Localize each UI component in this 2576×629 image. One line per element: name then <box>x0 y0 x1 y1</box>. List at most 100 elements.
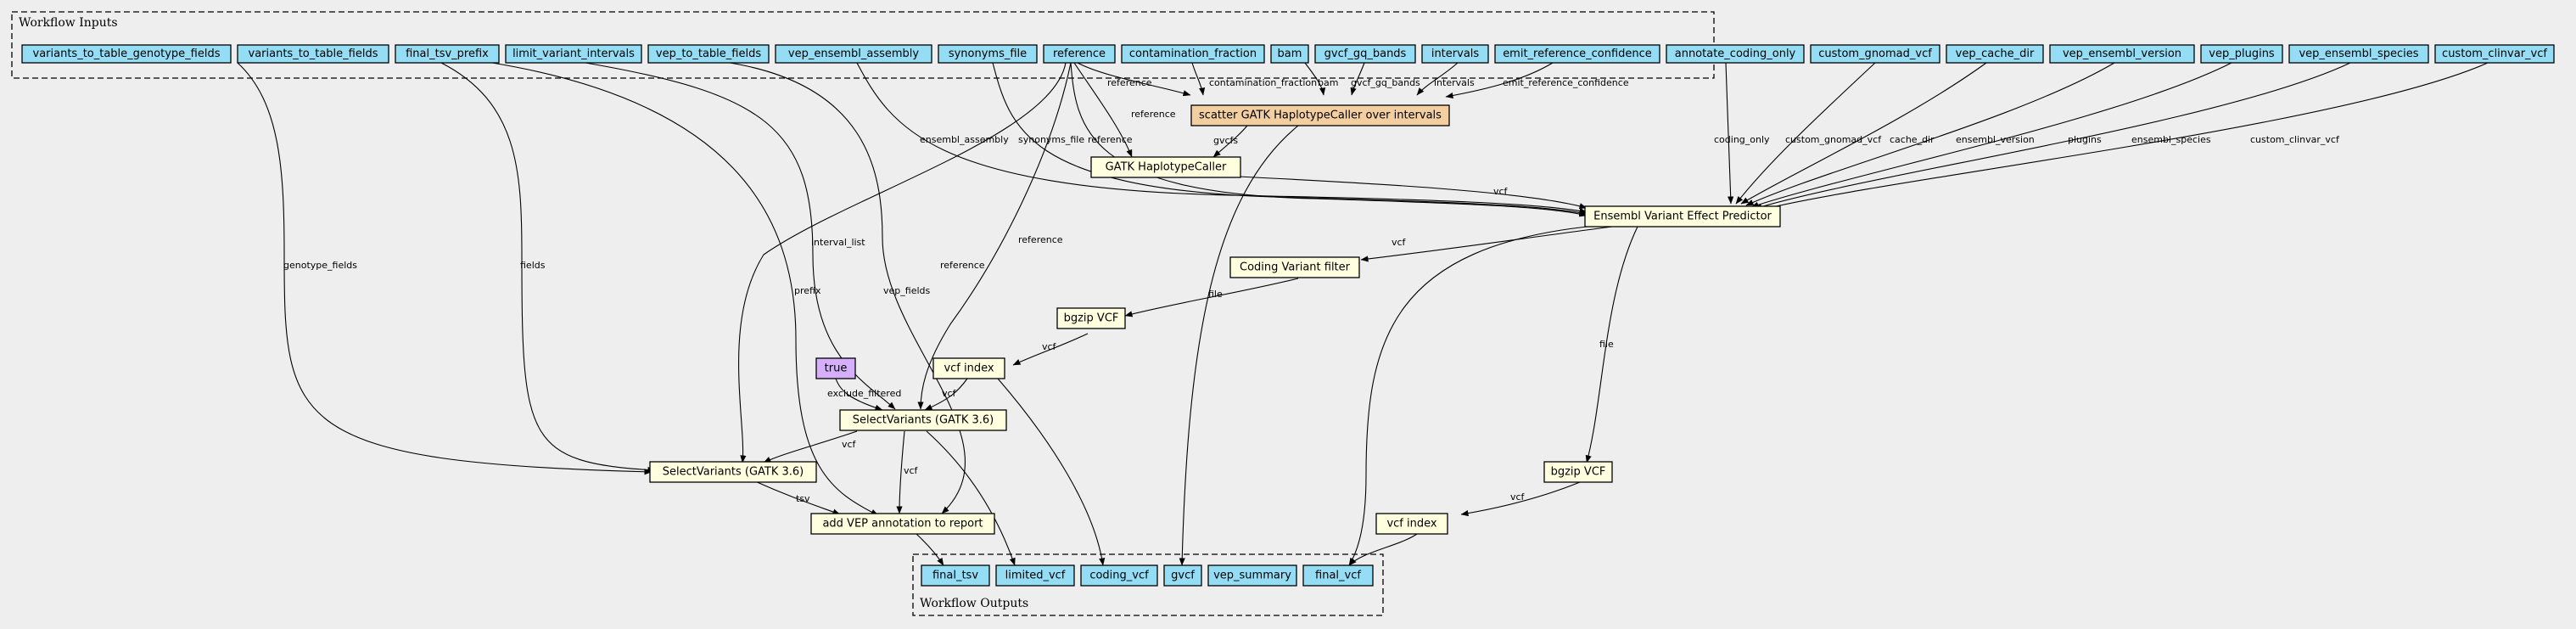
input-custom-clinvar-vcf[interactable]: custom_clinvar_vcf <box>2434 44 2555 64</box>
input-variants-to-table-genotype-fields[interactable]: variants_to_table_genotype_fields <box>21 44 232 64</box>
step-ensembl-vep[interactable]: Ensembl Variant Effect Predictor <box>1584 205 1781 227</box>
step-vcf-index-final[interactable]: vcf index <box>1375 513 1448 535</box>
node-label: custom_clinvar_vcf <box>2442 48 2547 60</box>
edge-label: intervals <box>1434 77 1475 88</box>
input-reference[interactable]: reference <box>1043 44 1116 64</box>
input-vep-plugins[interactable]: vep_plugins <box>2200 44 2283 64</box>
edge-label: vcf <box>842 439 857 450</box>
input-custom-gnomad-vcf[interactable]: custom_gnomad_vcf <box>1810 44 1940 64</box>
edge-vep-to-bgzip-final: file <box>1585 226 1638 463</box>
input-vep-cache-dir[interactable]: vep_cache_dir <box>1946 44 2044 64</box>
input-variants-to-table-fields[interactable]: variants_to_table_fields <box>237 44 389 64</box>
node-label: final_tsv <box>932 570 978 582</box>
edge-vep-to-vep-summary <box>1348 225 1596 566</box>
input-gvcf-gq-bands[interactable]: gvcf_gq_bands <box>1314 44 1416 64</box>
input-annotate-coding-only[interactable]: annotate_coding_only <box>1666 44 1805 64</box>
node-label: vep_ensembl_version <box>2063 48 2181 60</box>
edge-label: exclude_filtered <box>827 388 901 399</box>
output-gvcf[interactable]: gvcf <box>1163 564 1202 587</box>
edge-reference-to-vep: reference <box>1070 62 1588 217</box>
edge-label: tsv <box>796 493 810 504</box>
input-synonyms-file[interactable]: synonyms_file <box>938 44 1038 64</box>
node-label: final_vcf <box>1315 570 1361 582</box>
step-constant-true[interactable]: true <box>815 357 856 379</box>
output-coding-vcf[interactable]: coding_vcf <box>1080 564 1158 587</box>
step-vcf-index-coding[interactable]: vcf index <box>932 357 1005 379</box>
input-vep-ensembl-species[interactable]: vep_ensembl_species <box>2288 44 2429 64</box>
node-label: SelectVariants (GATK 3.6) <box>853 414 994 427</box>
edge-scatter-to-gvcf <box>1179 125 1299 566</box>
node-label: vcf index <box>944 362 994 375</box>
step-select-variants-limit[interactable]: SelectVariants (GATK 3.6) <box>839 409 1007 431</box>
edge-version-to-vep: ensembl_version <box>1745 62 2115 206</box>
node-label: bgzip VCF <box>1064 312 1119 325</box>
workflow-outputs-cluster: Workflow Outputs <box>912 553 1384 616</box>
edge-label: synonyms_file <box>1018 134 1084 145</box>
edge-coding-filter-to-bgzip: file <box>1124 278 1299 317</box>
output-limited-vcf[interactable]: limited_vcf <box>995 564 1075 587</box>
node-label: emit_reference_confidence <box>1503 48 1652 60</box>
input-vep-ensembl-version[interactable]: vep_ensembl_version <box>2049 44 2195 64</box>
input-contamination-fraction[interactable]: contamination_fraction <box>1121 44 1265 64</box>
edge-select-limit-to-select-tsv: vcf <box>763 430 858 463</box>
input-emit-reference-confidence[interactable]: emit_reference_confidence <box>1494 44 1660 64</box>
output-final-vcf[interactable]: final_vcf <box>1302 564 1374 587</box>
node-label: Coding Variant filter <box>1240 261 1351 274</box>
step-coding-variant-filter[interactable]: Coding Variant filter <box>1229 256 1360 278</box>
output-vep-summary[interactable]: vep_summary <box>1207 564 1297 587</box>
edge-label: reference <box>1018 234 1063 245</box>
edge-label: plugins <box>2068 134 2102 145</box>
input-vep-ensembl-assembly[interactable]: vep_ensembl_assembly <box>775 44 932 64</box>
edge-label: custom_gnomad_vcf <box>1785 134 1882 145</box>
input-final-tsv-prefix[interactable]: final_tsv_prefix <box>395 44 500 64</box>
edge-label: bam <box>1318 77 1338 88</box>
node-label: bam <box>1278 48 1302 60</box>
workflow-inputs-cluster: Workflow Inputs <box>11 11 1715 79</box>
edge-contamination-to-scatter: contamination_fraction <box>1191 62 1317 96</box>
step-add-vep-annotation-report[interactable]: add VEP annotation to report <box>810 513 995 535</box>
edge-label: contamination_fraction <box>1209 77 1317 88</box>
edge-label: reference <box>940 260 985 271</box>
edge-label: vcf <box>1493 186 1509 197</box>
node-label: scatter GATK HaplotypeCaller over interv… <box>1199 110 1442 122</box>
node-label: add VEP annotation to report <box>822 518 983 531</box>
node-label: coding_vcf <box>1089 570 1149 582</box>
edge-vcf-index-to-coding-vcf <box>997 378 1106 566</box>
edge-label: custom_clinvar_vcf <box>2250 134 2340 145</box>
input-intervals[interactable]: intervals <box>1421 44 1489 64</box>
edge-label: cache_dir <box>1890 134 1935 145</box>
edge-cache-dir-to-vep: cache_dir <box>1740 62 1987 205</box>
step-bgzip-final-vcf[interactable]: bgzip VCF <box>1543 461 1613 483</box>
edge-reference-to-haplotypecaller: reference <box>1073 62 1176 158</box>
edge-vcf-index-to-select-limit: vcf <box>924 378 968 411</box>
input-bam[interactable]: bam <box>1270 44 1309 64</box>
edge-label: interval_list <box>811 237 865 248</box>
edge-label: gvcfs <box>1213 135 1238 146</box>
edge-label: ensembl_version <box>1956 134 2035 145</box>
output-final-tsv[interactable]: final_tsv <box>921 564 990 587</box>
node-label: annotate_coding_only <box>1675 48 1796 60</box>
step-gatk-haplotypecaller[interactable]: GATK HaplotypeCaller <box>1090 156 1241 178</box>
edge-bgzip-final-to-vcf-index: vcf <box>1460 481 1581 517</box>
edge-label: vep_fields <box>883 285 930 296</box>
edge-label: vcf <box>1392 237 1407 248</box>
node-label: limited_vcf <box>1005 570 1066 582</box>
edge-select-limit-to-limited-vcf <box>926 430 1016 566</box>
edge-select-limit-to-report: vcf <box>896 430 919 514</box>
node-label: limit_variant_intervals <box>512 48 635 60</box>
step-scatter-haplotypecaller[interactable]: scatter GATK HaplotypeCaller over interv… <box>1190 104 1450 126</box>
step-select-variants-tsv[interactable]: SelectVariants (GATK 3.6) <box>649 461 817 483</box>
node-label: Ensembl Variant Effect Predictor <box>1593 211 1772 223</box>
edge-label: vcf <box>1510 491 1526 503</box>
edge-assembly-to-vep: ensembl_assembly <box>856 62 1588 214</box>
input-vep-to-table-fields[interactable]: vep_to_table_fields <box>647 44 770 64</box>
node-label: true <box>825 362 848 375</box>
edge-label: genotype_fields <box>283 260 357 271</box>
input-limit-variant-intervals[interactable]: limit_variant_intervals <box>505 44 642 64</box>
edge-prefix-to-report: prefix <box>491 62 879 516</box>
step-bgzip-coding-vcf[interactable]: bgzip VCF <box>1056 307 1126 329</box>
edge-gq-bands-to-scatter: gvcf_gq_bands <box>1350 62 1420 96</box>
edge-label: vcf <box>1042 341 1057 352</box>
node-label: bgzip VCF <box>1551 466 1606 479</box>
